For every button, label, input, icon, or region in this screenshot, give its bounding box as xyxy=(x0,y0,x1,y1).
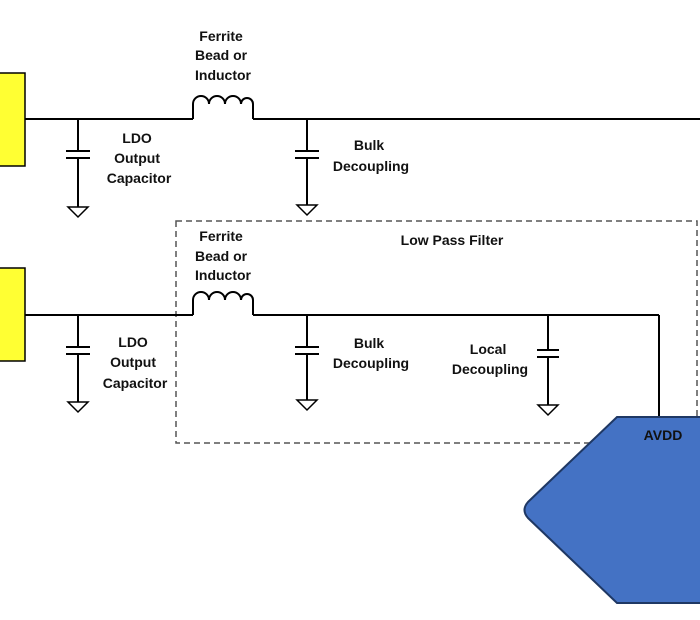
top-ldo-capacitor xyxy=(66,119,90,219)
top-inductor xyxy=(192,95,254,119)
bottom-circuit: Low Pass Filter Ferrite xyxy=(0,220,698,444)
top-bulk-capacitor xyxy=(295,119,319,217)
chip-body xyxy=(523,416,700,604)
bottom-inductor-label: Ferrite Bead or Inductor xyxy=(195,228,252,283)
low-pass-filter-title: Low Pass Filter xyxy=(401,232,504,248)
avdd-pin-label: AVDD xyxy=(644,427,683,443)
local-decoupling-capacitor xyxy=(536,315,560,417)
top-circuit: Ferrite Bead or Inductor LDO Output Capa… xyxy=(0,28,700,219)
top-ldo-cap-label: LDO Output Capacitor xyxy=(107,130,172,186)
top-bulk-label: Bulk Decoupling xyxy=(333,137,409,174)
bottom-ldo-cap-label: LDO Output Capacitor xyxy=(103,334,168,391)
low-pass-filter-box xyxy=(175,220,698,444)
bottom-bulk-capacitor xyxy=(295,315,319,412)
top-inductor-label: Ferrite Bead or Inductor xyxy=(195,28,252,83)
bottom-ldo-block xyxy=(0,267,26,362)
chip-block: AVDD xyxy=(523,416,700,604)
bottom-inductor xyxy=(192,291,254,315)
local-decoupling-label: Local Decoupling xyxy=(452,341,528,377)
top-ldo-block xyxy=(0,72,26,167)
bottom-bulk-label: Bulk Decoupling xyxy=(333,335,409,371)
bottom-ldo-capacitor xyxy=(66,315,90,414)
